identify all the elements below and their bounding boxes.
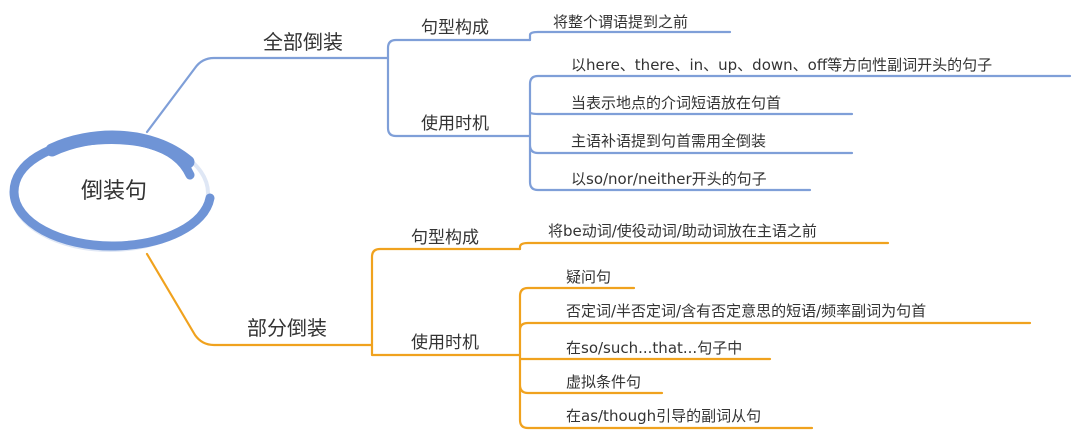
full-timing-label[interactable]: 使用时机: [421, 113, 489, 134]
partial-structure-label[interactable]: 句型构成: [411, 228, 479, 248]
partial-timing-item-2[interactable]: 否定词/半否定词/含有否定意思的短语/频率副词为句首: [566, 302, 926, 320]
connector-partial-timing: [518, 286, 1032, 430]
partial-timing-label[interactable]: 使用时机: [411, 332, 479, 353]
full-timing-item-1[interactable]: 以here、there、in、up、down、off等方向性副词开头的句子: [571, 56, 992, 74]
connector-root-full: [145, 56, 390, 134]
root-ring-tip: [45, 130, 195, 169]
connector-full-children: [386, 38, 532, 138]
connector-full-timing: [528, 74, 1072, 192]
full-timing-item-4[interactable]: 以so/nor/neither开头的句子: [571, 170, 767, 188]
connector-root-partial: [145, 252, 374, 347]
partial-structure-item-1[interactable]: 将be动词/使役动词/助动词放在主语之前: [548, 222, 817, 240]
full-timing-item-2[interactable]: 当表示地点的介词短语放在句首: [571, 94, 781, 112]
partial-timing-item-4[interactable]: 虚拟条件句: [566, 373, 641, 391]
full-timing-item-3[interactable]: 主语补语提到句首需用全倒装: [571, 132, 766, 150]
connector-partial-children: [370, 247, 522, 357]
connector-full-structure: [528, 30, 732, 42]
branch-full-inversion: [145, 30, 1072, 192]
full-structure-item-1[interactable]: 将整个谓语提到之前: [553, 13, 688, 31]
branch-partial-inversion: [145, 241, 1032, 430]
partial-timing-item-5[interactable]: 在as/though引导的副词从句: [566, 407, 761, 425]
connector-partial-structure: [518, 241, 890, 251]
full-structure-label[interactable]: 句型构成: [421, 18, 489, 38]
root-node[interactable]: 倒装句: [9, 130, 215, 252]
root-label: 倒装句: [81, 179, 147, 204]
partial-timing-item-1[interactable]: 疑问句: [566, 268, 611, 286]
partial-timing-item-3[interactable]: 在so/such...that...句子中: [566, 339, 742, 357]
branch-partial-label[interactable]: 部分倒装: [247, 316, 327, 340]
branch-full-label[interactable]: 全部倒装: [263, 30, 343, 54]
